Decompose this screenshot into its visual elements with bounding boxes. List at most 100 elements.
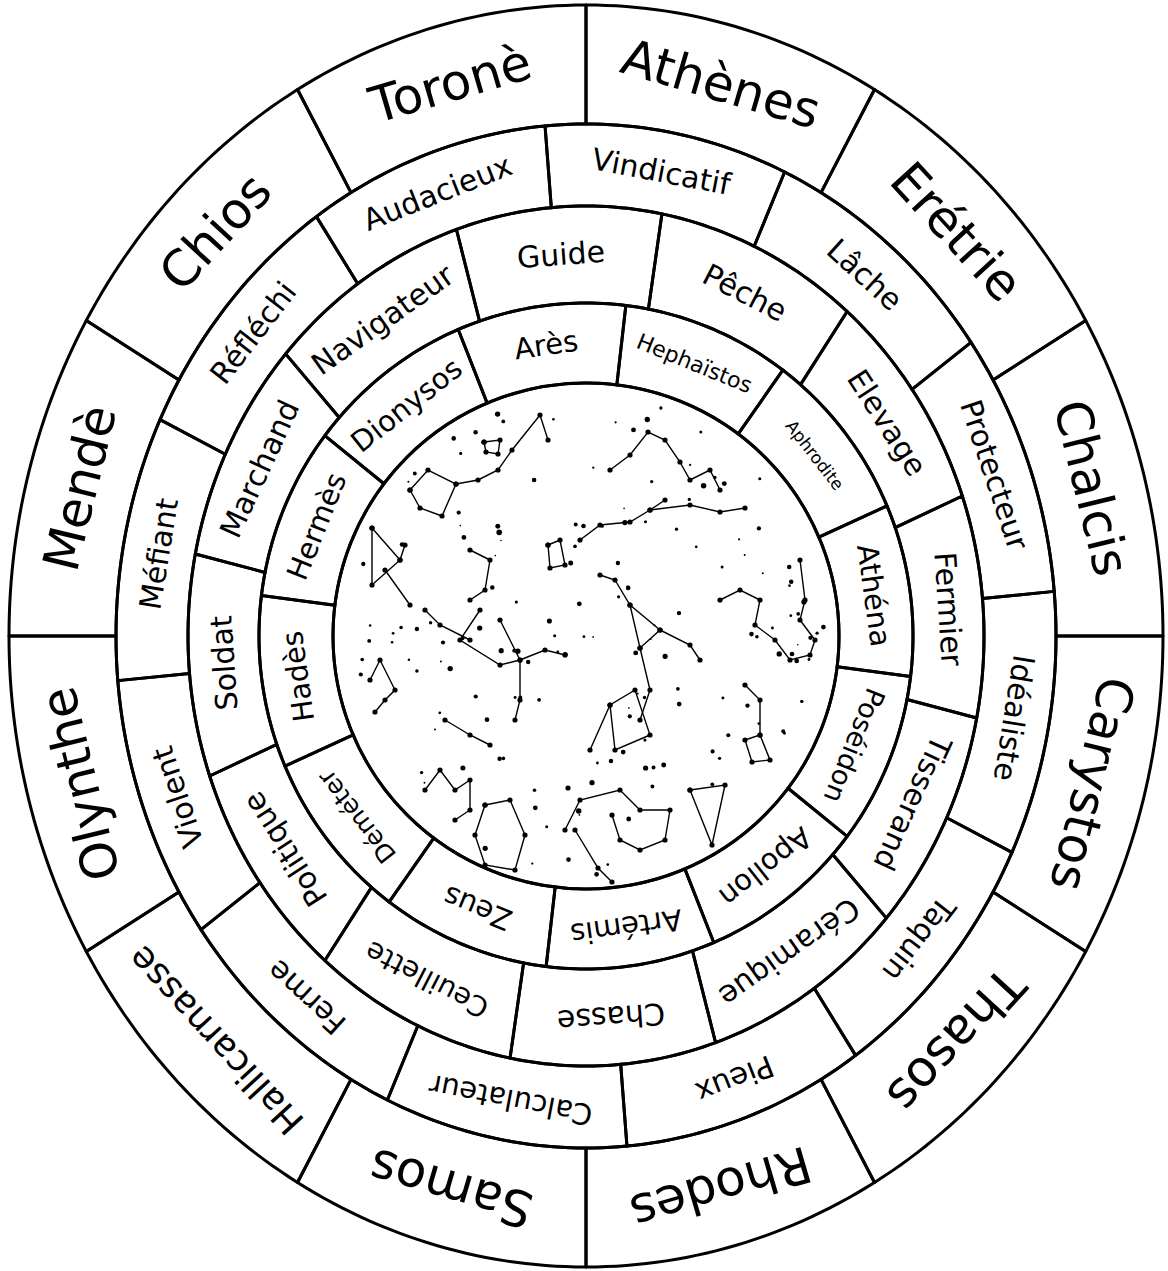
- star-dot: [676, 687, 680, 691]
- star-dot: [522, 832, 527, 837]
- star-dot: [497, 757, 501, 761]
- constellation: [565, 790, 670, 850]
- star-dot: [722, 782, 727, 787]
- star-dot: [689, 464, 691, 466]
- star-dot: [453, 481, 458, 486]
- star-dot: [448, 666, 453, 671]
- sector-border: [9, 636, 179, 952]
- star-dot: [495, 411, 500, 416]
- star-dot: [677, 459, 682, 464]
- constellation: [456, 415, 548, 484]
- star-dot: [762, 572, 764, 574]
- star-dot: [439, 513, 444, 518]
- star-dot: [457, 511, 461, 515]
- sector-label: Hadès: [278, 630, 319, 724]
- sector-label: Olynthe: [32, 682, 127, 885]
- sector-label: Soldat: [206, 614, 242, 711]
- star-dot: [755, 635, 759, 639]
- star-dot: [594, 872, 599, 877]
- profession-sector: Elevage: [797, 308, 966, 531]
- star-dot: [467, 732, 472, 737]
- star-dot: [710, 782, 714, 786]
- star-dot: [467, 547, 472, 552]
- sector-border: [754, 172, 971, 389]
- sector-label: Athéna: [852, 542, 895, 648]
- sector-label: Idéaliste: [989, 653, 1039, 783]
- star-dot: [507, 797, 512, 802]
- star-dot: [566, 857, 571, 862]
- constellation: [500, 620, 520, 720]
- god-sector: Athéna: [815, 502, 916, 680]
- star-dot: [637, 645, 642, 650]
- sector-border: [738, 370, 887, 537]
- constellation: [690, 785, 725, 845]
- star-dot: [563, 652, 568, 657]
- star-dot: [772, 637, 777, 642]
- star-dot: [487, 557, 492, 562]
- sector-label: Zeus: [439, 881, 516, 935]
- star-dot: [767, 757, 772, 762]
- star-dot: [582, 635, 585, 638]
- star-dot: [562, 562, 567, 567]
- star-dot: [518, 696, 522, 700]
- star-dot: [757, 597, 762, 602]
- star-dot: [645, 429, 650, 434]
- star-dot: [647, 507, 652, 512]
- sector-label: Dionysos: [347, 353, 468, 457]
- star-dot: [485, 717, 490, 722]
- star-dot: [483, 449, 488, 454]
- star-dot: [367, 639, 371, 643]
- star-dot: [467, 637, 472, 642]
- sector-border: [86, 90, 351, 380]
- star-dot: [481, 439, 486, 444]
- sector-label: Artémis: [569, 904, 684, 949]
- star-dot: [607, 702, 612, 707]
- sector-label: Pêche: [698, 259, 791, 327]
- star-dot: [717, 509, 722, 514]
- star-dot: [514, 696, 517, 699]
- constellation: [460, 610, 565, 665]
- star-dot: [438, 711, 441, 714]
- city-sector: Erétrie: [818, 86, 1089, 383]
- god-sector: Zeus: [386, 835, 559, 970]
- star-dot: [441, 640, 445, 644]
- star-dot: [562, 652, 567, 657]
- star-dot: [497, 617, 502, 622]
- star-dot: [744, 554, 746, 556]
- sector-label: Erétrie: [881, 154, 1030, 311]
- sector-label: Méfiant: [135, 496, 183, 612]
- star-dot: [758, 722, 761, 725]
- star-dot: [626, 586, 631, 591]
- star-dot: [437, 622, 442, 627]
- sector-label: Fermier: [929, 551, 967, 667]
- star-dot: [500, 540, 502, 542]
- city-sector: Toronè: [294, 2, 589, 196]
- star-dot: [742, 737, 747, 742]
- star-dot: [459, 452, 462, 455]
- star-dot: [565, 785, 570, 790]
- sector-label: Tisserand: [868, 731, 956, 874]
- constellation: [370, 660, 395, 712]
- star-dot: [721, 566, 724, 569]
- star-dot: [397, 557, 402, 562]
- star-dot: [377, 657, 382, 662]
- star-dot: [801, 599, 806, 604]
- star-dots: [359, 406, 826, 884]
- star-dot: [472, 832, 477, 837]
- star-dot: [652, 766, 656, 770]
- star-dot: [650, 480, 653, 483]
- sector-label: Carystos: [1041, 672, 1142, 896]
- star-dot: [807, 652, 812, 657]
- star-dot: [621, 750, 626, 755]
- star-dot: [789, 579, 794, 584]
- star-dot: [631, 427, 636, 432]
- star-dot: [653, 624, 655, 626]
- constellation: [445, 720, 490, 745]
- star-dot: [532, 478, 537, 483]
- star-dot: [467, 807, 472, 812]
- star-dot: [399, 626, 403, 630]
- star-dot: [592, 467, 594, 469]
- star-dot: [607, 467, 612, 472]
- star-dot: [687, 787, 692, 792]
- star-dot: [415, 669, 418, 672]
